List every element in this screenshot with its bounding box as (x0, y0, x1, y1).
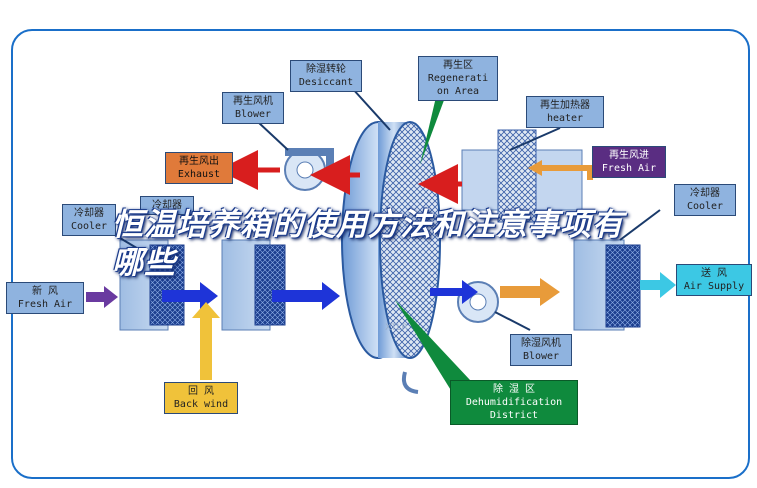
label-regeneration-area: 再生区 Regenerati on Area (418, 56, 498, 101)
label-fresh-air-regen: 再生风进 Fresh Air (592, 146, 666, 178)
label-regen-blower-text: 再生风机 Blower (233, 96, 273, 120)
dehum-pointer (395, 300, 470, 392)
watermark: XTLR (385, 323, 408, 333)
label-desiccant-text: 除湿转轮 Desiccant (298, 64, 354, 88)
label-dehum-district-text: 除 湿 区 Dehumidification District (465, 384, 563, 421)
label-regen-blower: 再生风机 Blower (222, 92, 284, 124)
fresh-air-arrow (86, 286, 118, 308)
regen-heater-mesh (497, 129, 537, 223)
label-dehum-blower: 除湿风机 Blower (510, 334, 572, 366)
overlay-title: 恒温培养箱的使用方法和注意事项有哪些 (112, 207, 624, 281)
label-fresh-air: 新 风 Fresh Air (6, 282, 84, 314)
regen-inlet-line (542, 165, 593, 180)
label-exhaust-text: 再生风出 Exhaust (177, 156, 221, 180)
label-cooler-right: 冷却器 Cooler (674, 184, 736, 216)
process-arrow-2 (272, 282, 340, 310)
label-regeneration-area-text: 再生区 Regenerati on Area (427, 60, 489, 97)
back-wind-arrow (192, 302, 220, 380)
cooler-left-mesh (149, 244, 185, 326)
label-desiccant: 除湿转轮 Desiccant (290, 60, 362, 92)
cooler-mid-mesh (254, 244, 286, 326)
label-dehum-blower-text: 除湿风机 Blower (521, 338, 561, 362)
label-fresh-air-regen-text: 再生风进 Fresh Air (601, 150, 657, 174)
outer-frame (11, 29, 750, 479)
label-dehum-district: 除 湿 区 Dehumidification District (450, 380, 578, 425)
regen-pointer (420, 80, 450, 165)
supply-arrow-cyan (640, 272, 676, 298)
label-cooler-left2: 冷却器 (140, 196, 194, 215)
regen-inlet-head (528, 160, 542, 176)
label-exhaust: 再生风出 Exhaust (165, 152, 233, 184)
label-air-supply: 送 风 Air Supply (676, 264, 752, 296)
supply-arrow-orange (500, 278, 560, 306)
label-cooler-right-text: 冷却器 Cooler (686, 188, 724, 212)
process-arrow-3 (430, 280, 478, 304)
label-air-supply-text: 送 风 Air Supply (683, 268, 745, 292)
label-back-wind: 回 风 Back wind (164, 382, 238, 414)
cooler-right-mesh (605, 244, 641, 328)
label-fresh-air-text: 新 风 Fresh Air (17, 286, 73, 310)
label-regen-heater: 再生加热器 heater (526, 96, 604, 128)
process-arrow-1 (162, 282, 218, 310)
label-back-wind-text: 回 风 Back wind (173, 386, 229, 410)
label-cooler-left2-text: 冷却器 (152, 200, 182, 211)
label-regen-heater-text: 再生加热器 heater (540, 100, 590, 124)
label-cooler-left-text: 冷却器 Cooler (70, 208, 108, 232)
label-cooler-left: 冷却器 Cooler (62, 204, 116, 236)
